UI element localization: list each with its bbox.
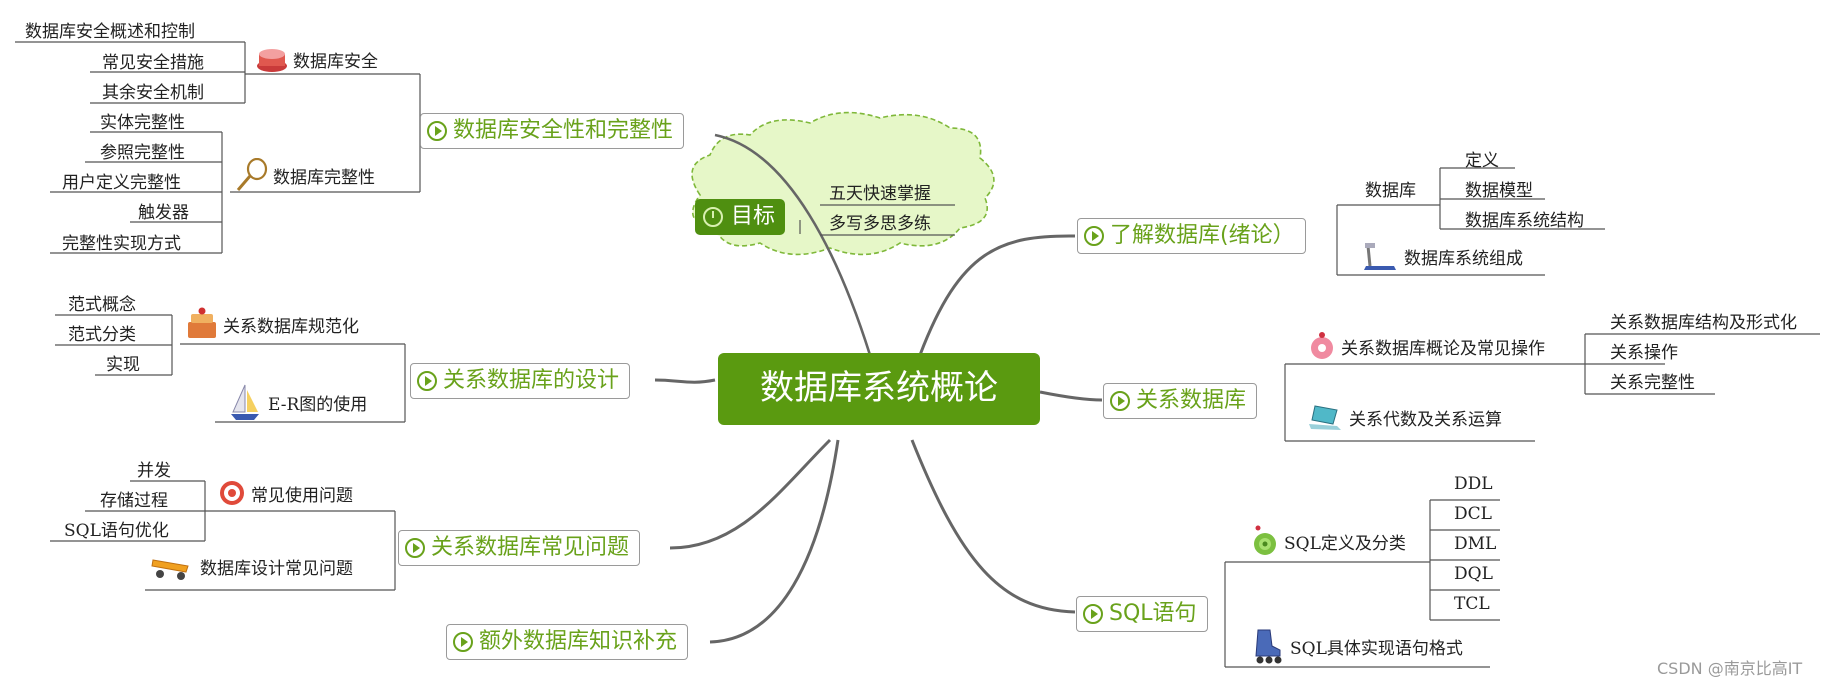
sql-item-dml[interactable]: DML bbox=[1454, 534, 1496, 554]
play-icon bbox=[1083, 604, 1103, 624]
sql-impl-label: SQL具体实现语句格式 bbox=[1290, 634, 1463, 659]
goal-topic[interactable]: 目标 bbox=[695, 199, 785, 235]
db-group[interactable]: 数据库 bbox=[1365, 176, 1416, 201]
norm-item-1[interactable]: 范式概念 bbox=[68, 290, 136, 315]
int-item-3[interactable]: 用户定义完整性 bbox=[62, 168, 181, 193]
racket-icon bbox=[235, 158, 269, 192]
int-item-5[interactable]: 完整性实现方式 bbox=[62, 229, 181, 254]
play-icon bbox=[405, 538, 425, 558]
treadmill-icon bbox=[1362, 240, 1398, 272]
sql-item-ddl[interactable]: DDL bbox=[1454, 474, 1493, 494]
branch-design-label: 关系数据库的设计 bbox=[443, 364, 619, 398]
design-problem-label: 数据库设计常见问题 bbox=[200, 554, 353, 579]
use-group-label: 常见使用问题 bbox=[251, 481, 353, 506]
branch-sql-label: SQL语句 bbox=[1109, 597, 1197, 631]
sec-item-3[interactable]: 其余安全机制 bbox=[102, 78, 204, 103]
ops-group[interactable]: 关系数据库概论及常见操作 bbox=[1307, 330, 1545, 362]
sql-def-group[interactable]: SQL定义及分类 bbox=[1250, 524, 1406, 558]
branch-extra-label: 额外数据库知识补充 bbox=[479, 625, 677, 659]
branch-extra[interactable]: 额外数据库知识补充 bbox=[446, 624, 688, 660]
branch-intro-label: 了解数据库(绪论） bbox=[1110, 219, 1295, 253]
ops-item-2[interactable]: 关系操作 bbox=[1610, 338, 1678, 363]
branch-intro[interactable]: 了解数据库(绪论） bbox=[1077, 218, 1306, 254]
sql-impl-group[interactable]: SQL具体实现语句格式 bbox=[1250, 626, 1463, 666]
alg-group[interactable]: 关系代数及关系运算 bbox=[1307, 402, 1502, 432]
int-item-1[interactable]: 实体完整性 bbox=[100, 108, 185, 133]
sec-item-1[interactable]: 数据库安全概述和控制 bbox=[25, 17, 195, 42]
sys-group[interactable]: 数据库系统组成 bbox=[1362, 240, 1523, 272]
int-item-2[interactable]: 参照完整性 bbox=[100, 138, 185, 163]
branch-relational[interactable]: 关系数据库 bbox=[1103, 383, 1257, 419]
int-item-4[interactable]: 触发器 bbox=[138, 198, 189, 223]
play-icon bbox=[1084, 226, 1104, 246]
int-group-label: 数据库完整性 bbox=[273, 163, 375, 188]
alg-group-label: 关系代数及关系运算 bbox=[1349, 405, 1502, 430]
norm-item-2[interactable]: 范式分类 bbox=[68, 320, 136, 345]
er-group-label: E-R图的使用 bbox=[268, 390, 367, 415]
sys-group-label: 数据库系统组成 bbox=[1404, 244, 1523, 269]
goal-item-1[interactable]: 五天快速掌握 bbox=[829, 179, 931, 204]
design-problem-group[interactable]: 数据库设计常见问题 bbox=[150, 552, 353, 580]
branch-design[interactable]: 关系数据库的设计 bbox=[410, 363, 630, 399]
norm-item-3[interactable]: 实现 bbox=[106, 350, 140, 375]
central-topic[interactable]: 数据库系统概论 bbox=[718, 353, 1040, 425]
cake-icon bbox=[185, 306, 219, 342]
play-icon bbox=[417, 371, 437, 391]
ops-item-3[interactable]: 关系完整性 bbox=[1610, 368, 1695, 393]
branch-sql[interactable]: SQL语句 bbox=[1076, 596, 1208, 632]
laptop-icon bbox=[1307, 402, 1343, 432]
skateboard-icon bbox=[150, 552, 194, 580]
play-icon bbox=[427, 121, 447, 141]
branch-relational-label: 关系数据库 bbox=[1136, 384, 1246, 418]
branch-security-label: 数据库安全性和完整性 bbox=[453, 114, 673, 148]
branch-security[interactable]: 数据库安全性和完整性 bbox=[420, 113, 684, 149]
sql-item-dcl[interactable]: DCL bbox=[1454, 504, 1492, 524]
branch-problems-label: 关系数据库常见问题 bbox=[431, 531, 629, 565]
watermark: CSDN @南京比高IT bbox=[1657, 655, 1802, 679]
target-icon bbox=[217, 478, 247, 508]
db-item-3[interactable]: 数据库系统结构 bbox=[1465, 206, 1584, 231]
use-group[interactable]: 常见使用问题 bbox=[217, 478, 353, 508]
db-item-2[interactable]: 数据模型 bbox=[1465, 176, 1533, 201]
play-icon bbox=[453, 632, 473, 652]
use-item-3[interactable]: SQL语句优化 bbox=[64, 516, 169, 541]
ops-item-1[interactable]: 关系数据库结构及形式化 bbox=[1610, 308, 1797, 333]
sec-item-2[interactable]: 常见安全措施 bbox=[102, 48, 204, 73]
donut-icon bbox=[1307, 330, 1337, 362]
goal-item-2[interactable]: 多写多思多练 bbox=[829, 209, 931, 234]
goal-icon bbox=[703, 207, 723, 227]
norm-group[interactable]: 关系数据库规范化 bbox=[185, 306, 359, 342]
er-group[interactable]: E-R图的使用 bbox=[228, 382, 367, 422]
sec-group-label: 数据库安全 bbox=[293, 47, 378, 72]
rollerskate-icon bbox=[1250, 626, 1284, 666]
goal-label: 目标 bbox=[731, 199, 775, 235]
sec-group[interactable]: 数据库安全 bbox=[255, 44, 378, 74]
use-item-2[interactable]: 存储过程 bbox=[100, 486, 168, 511]
cake-icon bbox=[255, 44, 289, 74]
branch-problems[interactable]: 关系数据库常见问题 bbox=[398, 530, 640, 566]
sql-item-tcl[interactable]: TCL bbox=[1454, 594, 1490, 614]
sailboat-icon bbox=[228, 382, 262, 422]
use-item-1[interactable]: 并发 bbox=[137, 456, 171, 481]
ops-group-label: 关系数据库概论及常见操作 bbox=[1341, 334, 1545, 359]
norm-group-label: 关系数据库规范化 bbox=[223, 312, 359, 337]
db-item-1[interactable]: 定义 bbox=[1465, 146, 1499, 171]
snail-icon bbox=[1250, 524, 1280, 558]
sql-item-dql[interactable]: DQL bbox=[1454, 564, 1493, 584]
sql-def-label: SQL定义及分类 bbox=[1284, 529, 1406, 554]
play-icon bbox=[1110, 391, 1130, 411]
int-group[interactable]: 数据库完整性 bbox=[235, 158, 375, 192]
